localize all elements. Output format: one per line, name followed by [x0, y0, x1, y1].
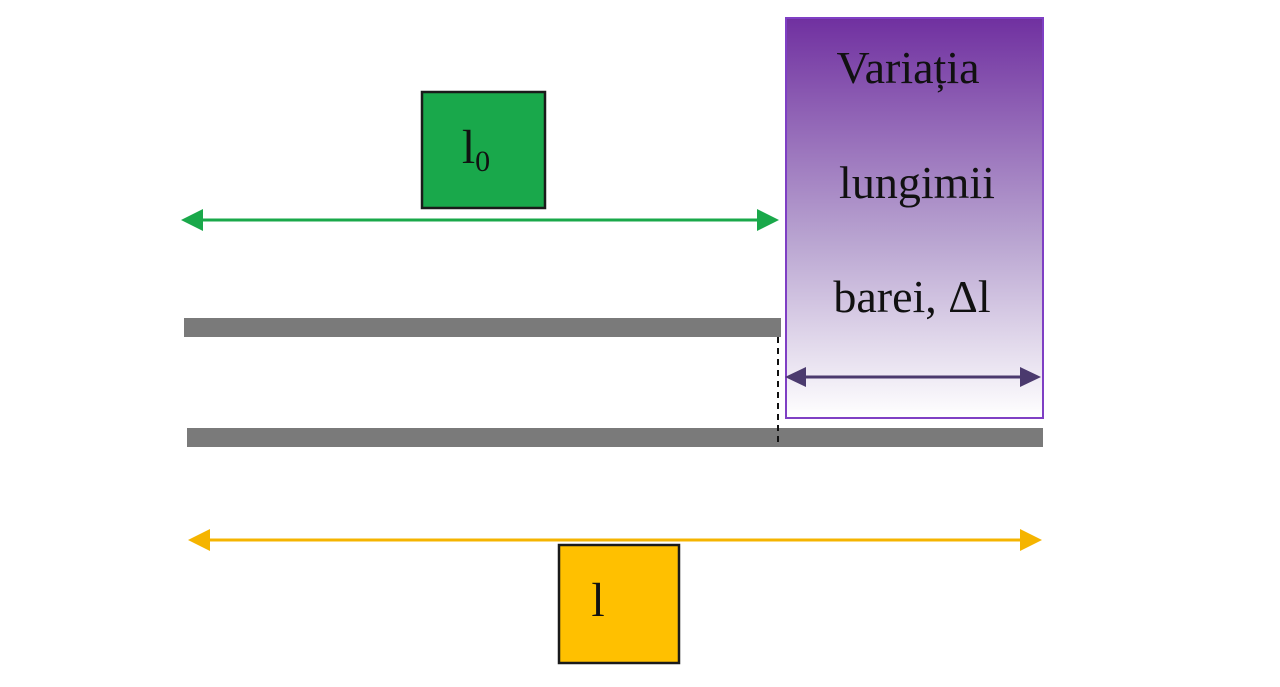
final-length-arrow [188, 529, 1042, 551]
extension-label-line-1: Variația [836, 42, 979, 93]
original-length-symbol: l [462, 121, 475, 174]
original-bar [184, 318, 781, 337]
original-length-label: l0 [462, 121, 490, 178]
original-length-subscript: 0 [475, 145, 490, 178]
extension-arrow [785, 367, 1041, 387]
original-length-arrow [181, 209, 779, 231]
elongated-bar [187, 428, 1043, 447]
final-length-box [557, 543, 681, 665]
final-length-label: l [591, 574, 604, 627]
extension-box [785, 17, 1044, 419]
original-length-box [420, 90, 547, 210]
extension-label-line-3: barei, Δl [833, 271, 990, 322]
extension-label-line-2: lungimii [839, 157, 995, 208]
